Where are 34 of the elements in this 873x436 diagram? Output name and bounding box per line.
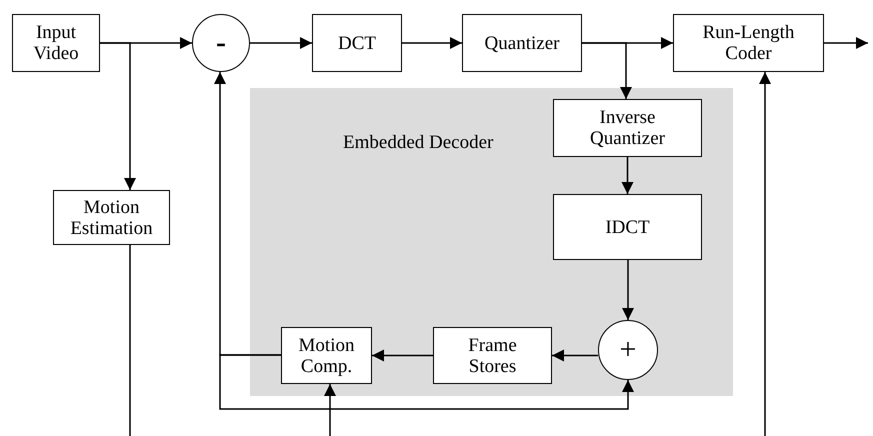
decoder-region <box>250 88 733 396</box>
block-label: Motion Estimation <box>69 196 154 238</box>
block-label: Input Video <box>32 22 80 64</box>
process-box <box>553 99 702 157</box>
process-box <box>312 14 402 72</box>
arrow <box>219 354 634 410</box>
block-label: Frame Stores <box>467 334 518 376</box>
arrow <box>759 72 771 436</box>
block-label: Run-Length Coder <box>702 22 796 64</box>
block-label: Motion Comp. <box>298 334 356 376</box>
block-label: DCT <box>337 32 377 54</box>
arrow <box>402 37 462 49</box>
process-box <box>12 14 100 72</box>
arrow <box>372 350 433 362</box>
process-box <box>433 327 552 384</box>
operator-sign: + <box>618 335 638 365</box>
arrow <box>250 37 312 49</box>
process-box <box>53 190 170 245</box>
region-label: Embedded Decoder <box>342 132 494 153</box>
arrow <box>824 37 868 49</box>
process-box <box>673 14 824 72</box>
arrow <box>552 350 598 362</box>
block-label: Quantizer <box>484 32 560 54</box>
arrow <box>622 260 634 320</box>
process-box <box>462 14 582 72</box>
process-box <box>281 327 372 384</box>
process-box <box>553 194 702 260</box>
block-label: Inverse Quantizer <box>589 107 666 149</box>
operator-sign: - <box>215 28 227 58</box>
arrow <box>100 42 136 190</box>
arrow <box>582 42 632 99</box>
block-label: IDCT <box>604 216 651 238</box>
arrow <box>622 157 634 194</box>
arrow <box>324 384 336 436</box>
